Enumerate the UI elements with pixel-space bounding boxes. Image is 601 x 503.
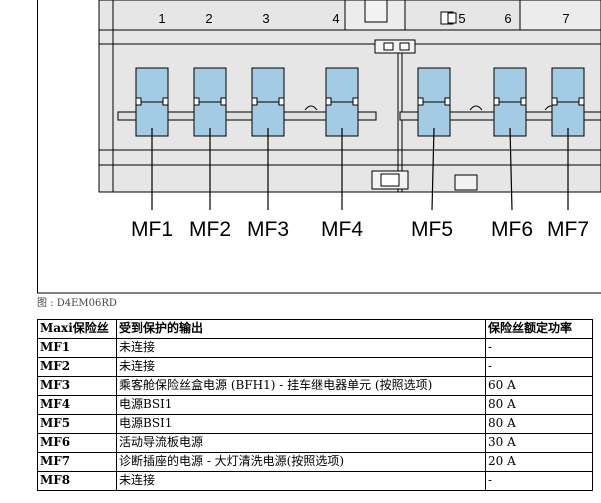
fuse-box-diagram: 1 2 3 4 5 6 7 MF1 MF2 MF3 MF4 MF5 MF6 MF7 (37, 0, 601, 294)
slot-number-1: 1 (158, 11, 165, 26)
cell-output: 诊断插座的电源 - 大灯清洗电源(按照选项) (116, 452, 486, 472)
fuse-mf7 (551, 67, 585, 137)
slot-number-5: 5 (458, 11, 465, 26)
fuse-mf4 (325, 67, 359, 137)
table-header-row: Maxi保险丝 受到保护的输出 保险丝额定功率 (37, 319, 593, 339)
table-row: MF7 诊断插座的电源 - 大灯清洗电源(按照选项) 20 A (37, 452, 593, 472)
cell-output: 未连接 (116, 338, 486, 358)
fuse-mf1 (135, 67, 169, 137)
cell-rating: - (485, 338, 593, 358)
table-row: MF8 未连接 - (37, 471, 593, 491)
cell-fuse: MF8 (37, 471, 117, 491)
cell-fuse: MF4 (37, 395, 117, 415)
slot-number-6: 6 (504, 11, 511, 26)
cell-output: 未连接 (116, 471, 486, 491)
fuse-box-figure: 1 2 3 4 5 6 7 MF1 MF2 MF3 MF4 MF5 MF6 MF7 (37, 0, 601, 294)
table-row: MF4 电源BSI1 80 A (37, 395, 593, 415)
slot-number-4: 4 (332, 11, 339, 26)
cell-output: 电源BSI1 (116, 395, 486, 415)
cell-rating: 30 A (485, 433, 593, 453)
slot-number-2: 2 (205, 11, 212, 26)
header-fuse: Maxi保险丝 (37, 319, 117, 339)
fuse-mf6 (493, 67, 527, 137)
table-row: MF6 活动导流板电源 30 A (37, 433, 593, 453)
cell-fuse: MF3 (37, 376, 117, 396)
cell-fuse: MF1 (37, 338, 117, 358)
cell-fuse: MF7 (37, 452, 117, 472)
slot-marker (447, 12, 457, 24)
cell-rating: 60 A (485, 376, 593, 396)
header-rating: 保险丝额定功率 (485, 319, 593, 339)
cell-fuse: MF5 (37, 414, 117, 434)
cell-rating: - (485, 471, 593, 491)
fuse-mf2 (193, 67, 227, 137)
fuse-label-mf7: MF7 (547, 218, 589, 241)
table-row: MF3 乘客舱保险丝盒电源 (BFH1) - 挂车继电器单元 (按照选项) 60… (37, 376, 593, 396)
fuse-label-mf3: MF3 (247, 218, 289, 241)
fuse-label-mf2: MF2 (189, 218, 231, 241)
cell-output: 活动导流板电源 (116, 433, 486, 453)
fuse-label-mf6: MF6 (491, 218, 533, 241)
fuse-label-mf5: MF5 (411, 218, 453, 241)
cell-fuse: MF6 (37, 433, 117, 453)
fuse-mf5 (417, 67, 451, 137)
slot-number-7: 7 (562, 11, 569, 26)
table-row: MF5 电源BSI1 80 A (37, 414, 593, 434)
cell-fuse: MF2 (37, 357, 117, 377)
table-row: MF1 未连接 - (37, 338, 593, 358)
leader-line (509, 127, 513, 211)
cell-rating: 80 A (485, 395, 593, 415)
fuse-mf3 (251, 67, 285, 137)
cell-rating: 20 A (485, 452, 593, 472)
cell-output: 乘客舱保险丝盒电源 (BFH1) - 挂车继电器单元 (按照选项) (116, 376, 486, 396)
cell-rating: 80 A (485, 414, 593, 434)
cell-rating: - (485, 357, 593, 377)
header-output: 受到保护的输出 (116, 319, 486, 339)
fuse-label-mf4: MF4 (321, 218, 363, 241)
slot-number-3: 3 (262, 11, 269, 26)
fuse-table: Maxi保险丝 受到保护的输出 保险丝额定功率 MF1 未连接 - MF2 未连… (37, 319, 593, 491)
cell-output: 未连接 (116, 357, 486, 377)
cell-output: 电源BSI1 (116, 414, 486, 434)
figure-caption: 图 : D4EM06RD (37, 298, 117, 309)
fuse-label-mf1: MF1 (131, 218, 173, 241)
table-row: MF2 未连接 - (37, 357, 593, 377)
leader-line (431, 127, 435, 211)
